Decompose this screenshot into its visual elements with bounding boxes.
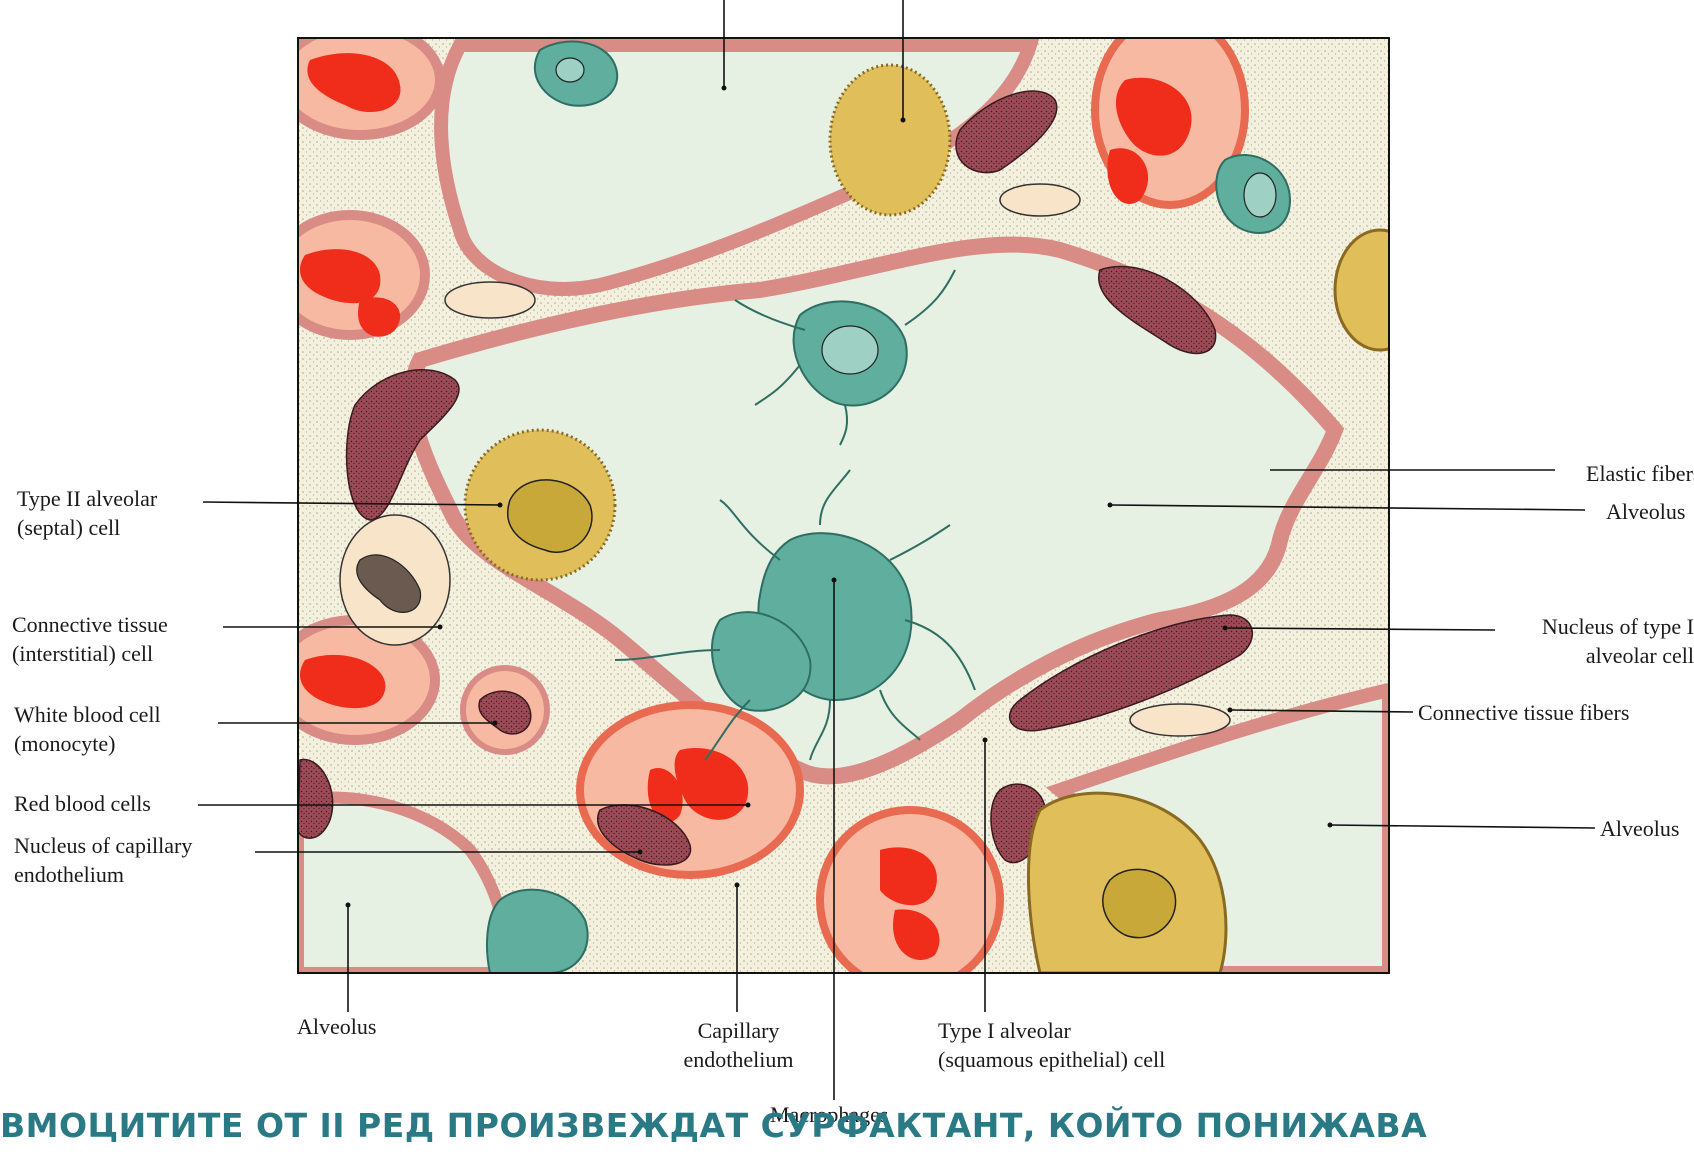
label-elastic-fibers: Elastic fibers xyxy=(1586,459,1694,488)
label-capillary-endothelium: Capillary endothelium xyxy=(656,1016,821,1074)
label-nucleus-capillary-endothelium: Nucleus of capillary endothelium xyxy=(14,831,192,889)
label-alveolus-bottom: Alveolus xyxy=(297,1012,376,1041)
label-alveolus-right-2: Alveolus xyxy=(1600,814,1679,843)
tissue-section xyxy=(275,15,1425,990)
label-connective-tissue-cell: Connective tissue (interstitial) cell xyxy=(12,610,168,668)
label-red-blood-cells: Red blood cells xyxy=(14,789,151,818)
label-connective-tissue-fibers: Connective tissue fibers xyxy=(1418,698,1629,727)
label-nucleus-type-1-cell: Nucleus of type I alveolar cell xyxy=(1497,612,1694,670)
slide-caption: ВМОЦИТИТЕ ОТ II РЕД ПРОИЗВЕЖДАТ СУРФАКТА… xyxy=(0,1106,1694,1166)
label-white-blood-cell: White blood cell (monocyte) xyxy=(14,700,161,758)
label-type-1-alveolar-cell: Type I alveolar (squamous epithelial) ce… xyxy=(938,1016,1165,1074)
label-alveolus-right-1: Alveolus xyxy=(1606,497,1685,526)
slide-caption-text: ВМОЦИТИТЕ ОТ II РЕД ПРОИЗВЕЖДАТ СУРФАКТА… xyxy=(0,1106,1427,1145)
label-type-2-alveolar-cell: Type II alveolar (septal) cell xyxy=(17,484,157,542)
